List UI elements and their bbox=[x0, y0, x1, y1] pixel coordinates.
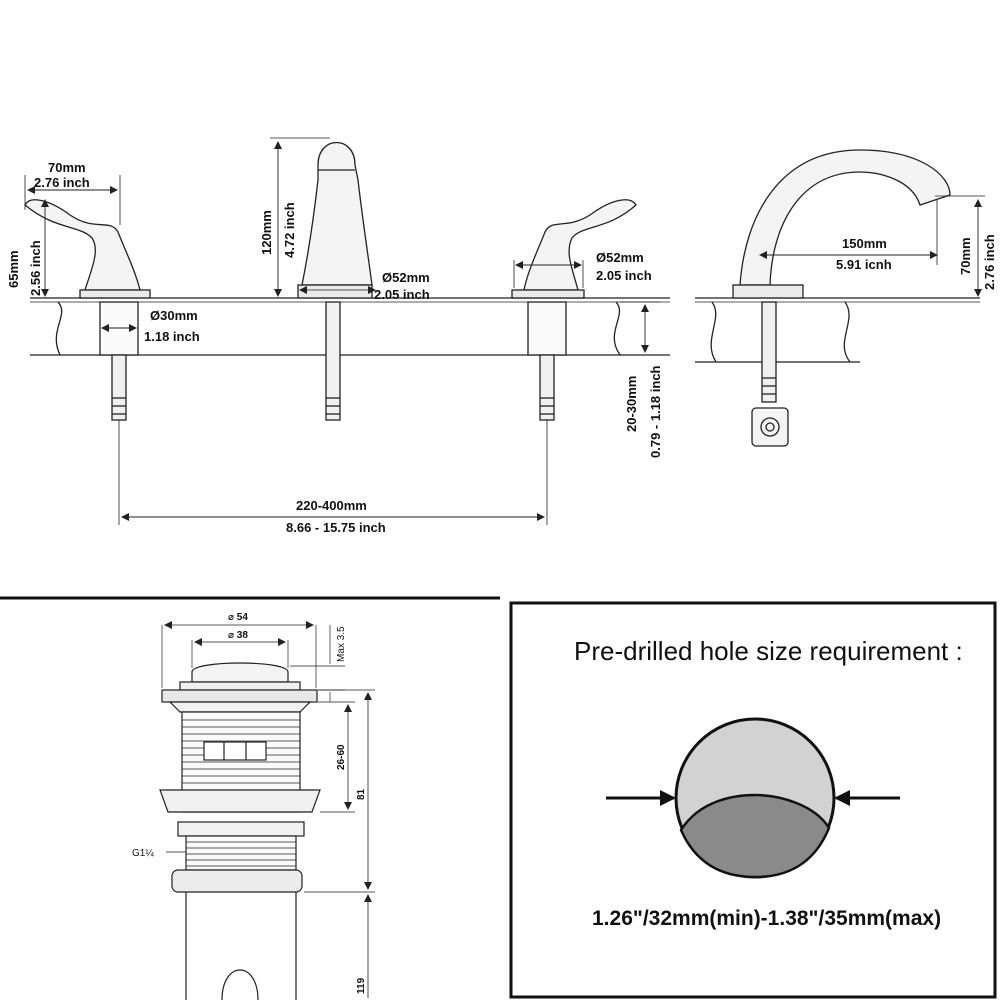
right-base-diameter-inch: 2.05 inch bbox=[596, 268, 652, 283]
center-spout bbox=[297, 141, 373, 421]
shank-diameter-inch: 1.18 inch bbox=[144, 329, 200, 344]
spread-mm: 220-400mm bbox=[296, 498, 367, 513]
deck-thickness-inch: 0.79 - 1.18 inch bbox=[648, 365, 663, 458]
shank-diameter-mm: Ø30mm bbox=[150, 308, 198, 323]
spout-base-diameter-mm: Ø52mm bbox=[382, 270, 430, 285]
spout-height-inch: 4.72 inch bbox=[282, 202, 297, 258]
drain-thread-label: G1¼ bbox=[132, 847, 154, 859]
pop-up-drain bbox=[159, 621, 375, 1000]
spout-reach-mm: 150mm bbox=[842, 236, 887, 251]
drain-thread-range: 26-60 bbox=[336, 744, 347, 770]
spout-height-mm: 120mm bbox=[259, 210, 274, 255]
drain-tail-length: 119 bbox=[356, 977, 367, 994]
spout-base-diameter-inch: 2.05 inch bbox=[374, 287, 430, 302]
hole-size-range: 1.26"/32mm(min)-1.38"/35mm(max) bbox=[592, 907, 941, 930]
drain-inner-diameter: ⌀ 38 bbox=[228, 630, 248, 641]
drain-outer-diameter: ⌀ 54 bbox=[228, 612, 248, 623]
hole-requirement-panel bbox=[509, 601, 997, 999]
handle-height-inch: 2.56 inch bbox=[28, 240, 43, 296]
hole-requirement-title: Pre-drilled hole size requirement : bbox=[574, 636, 963, 666]
spout-clearance-inch: 2.76 inch bbox=[982, 234, 997, 290]
right-base-diameter-mm: Ø52mm bbox=[596, 250, 644, 265]
spout-reach-inch: 5.91 icnh bbox=[836, 257, 892, 272]
handle-width-mm: 70mm bbox=[48, 160, 86, 175]
deck-thickness-mm: 20-30mm bbox=[624, 376, 639, 432]
hole-illustration bbox=[606, 717, 900, 879]
spout-clearance-mm: 70mm bbox=[958, 237, 973, 275]
handle-height-mm: 65mm bbox=[6, 250, 21, 288]
spread-inch: 8.66 - 15.75 inch bbox=[286, 520, 386, 535]
handle-width-inch: 2.76 inch bbox=[34, 175, 90, 190]
drain-cap-height: Max 3.5 bbox=[336, 626, 347, 662]
drain-body-length: 81 bbox=[356, 788, 367, 800]
side-view bbox=[695, 149, 985, 447]
right-handle bbox=[511, 199, 637, 421]
front-view bbox=[24, 137, 670, 525]
left-handle bbox=[24, 199, 151, 421]
